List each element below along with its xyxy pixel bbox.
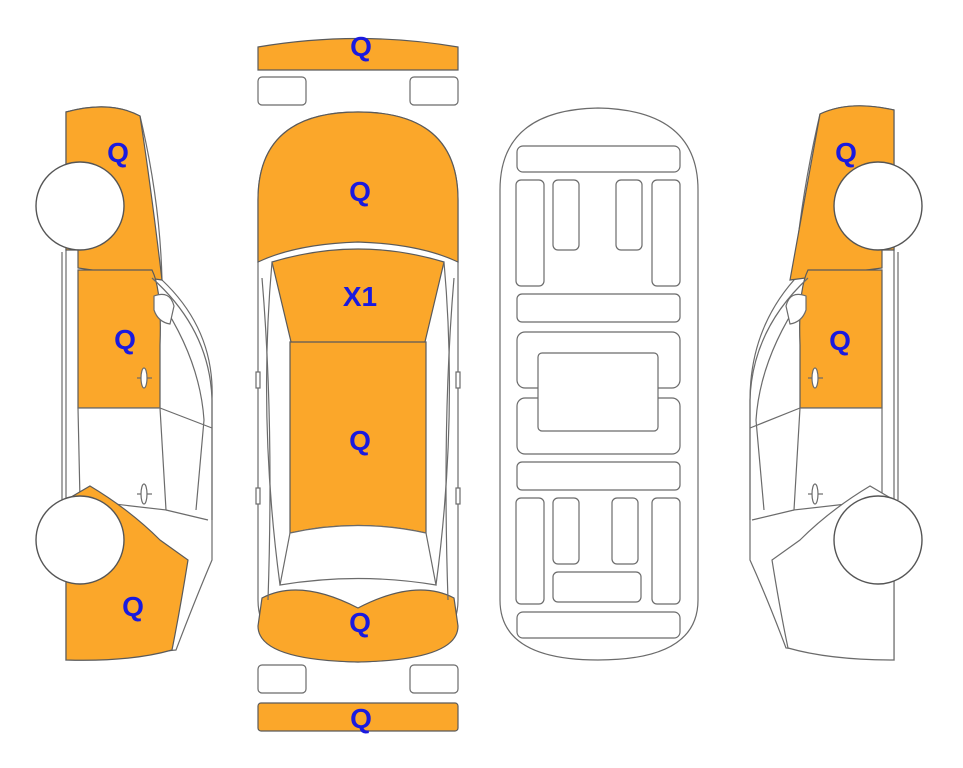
right-sill <box>751 509 795 521</box>
right-front-fender-label: Q <box>835 137 857 168</box>
hood-label: Q <box>349 176 371 207</box>
left-front-wheel <box>35 161 125 251</box>
right-headlight <box>409 76 459 106</box>
left-rear-door-handle <box>137 483 152 505</box>
rear-bumper-label: Q <box>350 703 372 734</box>
rear-crossmember <box>516 611 681 639</box>
right-side-view: Q Q <box>749 105 923 661</box>
left-rear-wheel <box>35 495 125 585</box>
frame-rail-rl2 <box>552 497 580 565</box>
right-taillight <box>409 664 459 694</box>
roof-label: Q <box>349 425 371 456</box>
right-front-wheel <box>833 161 923 251</box>
right-a-pillar <box>749 277 809 520</box>
windshield-label: X1 <box>343 281 377 312</box>
front-bumper[interactable] <box>257 37 459 71</box>
center-panel <box>537 352 659 432</box>
trunk-label: Q <box>349 607 371 638</box>
frame-rail-rr2 <box>611 497 639 565</box>
frame-rail-fl2 <box>552 179 580 251</box>
left-sill <box>165 509 209 521</box>
left-mirror-side <box>153 293 175 325</box>
right-beltline <box>749 407 801 429</box>
left-front-door-label: Q <box>114 324 136 355</box>
right-mirror <box>455 371 461 389</box>
frame-rail-fr2 <box>615 179 643 251</box>
rear-cross-panel <box>552 571 642 603</box>
left-front-door-handle <box>137 367 152 389</box>
mid-crossmember-1 <box>516 293 681 323</box>
left-beltline <box>159 407 213 429</box>
underside-view <box>499 107 699 661</box>
front-bumper-label: Q <box>350 31 372 62</box>
rear-bumper[interactable] <box>257 702 459 732</box>
left-rear-marker <box>255 487 261 505</box>
top-view: Q Q X1 Q Q Q <box>255 31 461 734</box>
frame-rail-rl <box>515 497 545 605</box>
hood[interactable] <box>257 111 459 263</box>
right-side-contour <box>445 277 455 601</box>
left-rear-quarter-label: Q <box>122 591 144 622</box>
left-a-pillar <box>151 277 213 520</box>
right-mirror-side <box>785 293 807 325</box>
left-taillight <box>257 664 307 694</box>
left-window-line <box>265 261 281 586</box>
right-rear-marker <box>455 487 461 505</box>
right-window-line <box>435 261 451 586</box>
rear-window <box>279 524 437 586</box>
front-crossmember <box>516 145 681 173</box>
trunk[interactable] <box>257 589 459 663</box>
left-mirror <box>255 371 261 389</box>
windshield[interactable] <box>271 248 445 347</box>
mid-crossmember-2 <box>516 461 681 491</box>
frame-rail-rr <box>651 497 681 605</box>
frame-rail-fr <box>651 179 681 287</box>
right-rear-door-handle <box>808 483 823 505</box>
left-side-contour <box>261 277 271 601</box>
right-rear-wheel <box>833 495 923 585</box>
right-front-door-handle <box>808 367 823 389</box>
left-side-view: Q Q Q <box>35 106 213 661</box>
right-front-door-label: Q <box>829 325 851 356</box>
frame-rail-fl <box>515 179 545 287</box>
left-front-fender-label: Q <box>107 137 129 168</box>
left-headlight <box>257 76 307 106</box>
